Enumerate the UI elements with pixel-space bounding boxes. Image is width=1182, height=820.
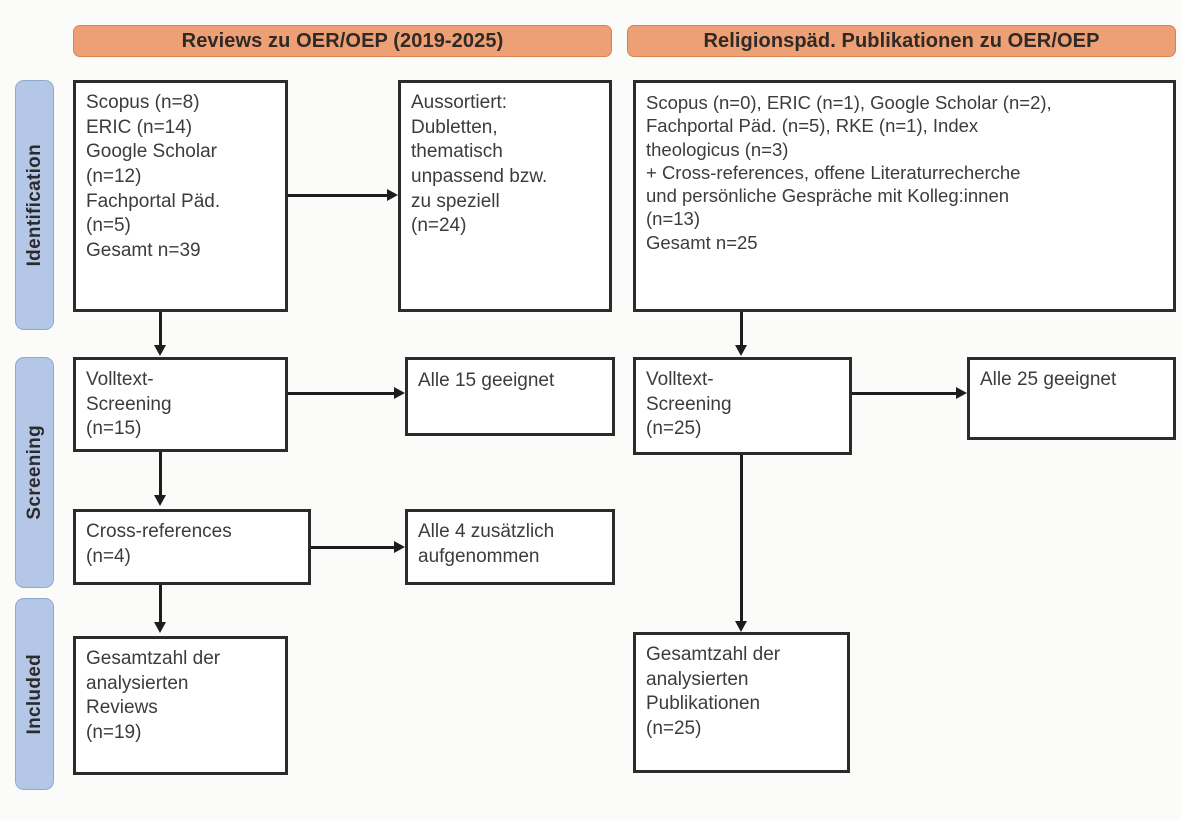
box-reviews-included-total: Gesamtzahl der analysierten Reviews (n=1… — [73, 636, 288, 775]
box-reviews-fulltext-result: Alle 15 geeignet — [405, 357, 615, 436]
arrowhead-religionspaed-screening-to-result — [956, 387, 967, 399]
arrowhead-religionspaed-sources-to-screening — [735, 345, 747, 356]
stage-pill-included: Included — [15, 598, 54, 790]
arrowhead-reviews-crossrefs-to-result — [394, 541, 405, 553]
connector-reviews-crossrefs-to-included — [159, 585, 162, 623]
box-religionspaed-fulltext-screening: Volltext- Screening (n=25) — [633, 357, 852, 455]
arrowhead-reviews-screening-to-crossrefs — [154, 495, 166, 506]
connector-reviews-sources-to-excluded — [288, 194, 388, 197]
box-religionspaed-identification-sources: Scopus (n=0), ERIC (n=1), Google Scholar… — [633, 80, 1176, 312]
stage-pill-included-label: Included — [23, 653, 45, 735]
column-header-religionspaed: Religionspäd. Publikationen zu OER/OEP — [627, 25, 1176, 57]
box-reviews-identification-sources: Scopus (n=8) ERIC (n=14) Google Scholar … — [73, 80, 288, 312]
connector-reviews-screening-to-result — [288, 392, 395, 395]
box-religionspaed-fulltext-result: Alle 25 geeignet — [967, 357, 1176, 440]
column-header-reviews: Reviews zu OER/OEP (2019-2025) — [73, 25, 612, 57]
stage-pill-identification: Identification — [15, 80, 54, 330]
connector-religionspaed-screening-to-result — [852, 392, 957, 395]
arrowhead-reviews-screening-to-result — [394, 387, 405, 399]
box-reviews-excluded: Aussortiert: Dubletten, thematisch unpas… — [398, 80, 612, 312]
box-reviews-cross-references: Cross-references (n=4) — [73, 509, 311, 585]
connector-reviews-crossrefs-to-result — [311, 546, 395, 549]
box-reviews-cross-references-result: Alle 4 zusätzlich aufgenommen — [405, 509, 615, 585]
stage-pill-screening: Screening — [15, 357, 54, 588]
connector-reviews-sources-to-screening — [159, 312, 162, 346]
arrowhead-religionspaed-screening-to-included — [735, 621, 747, 632]
arrowhead-reviews-sources-to-excluded — [387, 189, 398, 201]
arrowhead-reviews-sources-to-screening — [154, 345, 166, 356]
connector-reviews-screening-to-crossrefs — [159, 452, 162, 496]
box-reviews-fulltext-screening: Volltext- Screening (n=15) — [73, 357, 288, 452]
stage-pill-identification-label: Identification — [23, 143, 45, 267]
connector-religionspaed-sources-to-screening — [740, 312, 743, 346]
connector-religionspaed-screening-to-included — [740, 455, 743, 622]
box-religionspaed-included-total: Gesamtzahl der analysierten Publikatione… — [633, 632, 850, 773]
arrowhead-reviews-crossrefs-to-included — [154, 622, 166, 633]
stage-pill-screening-label: Screening — [23, 425, 45, 520]
